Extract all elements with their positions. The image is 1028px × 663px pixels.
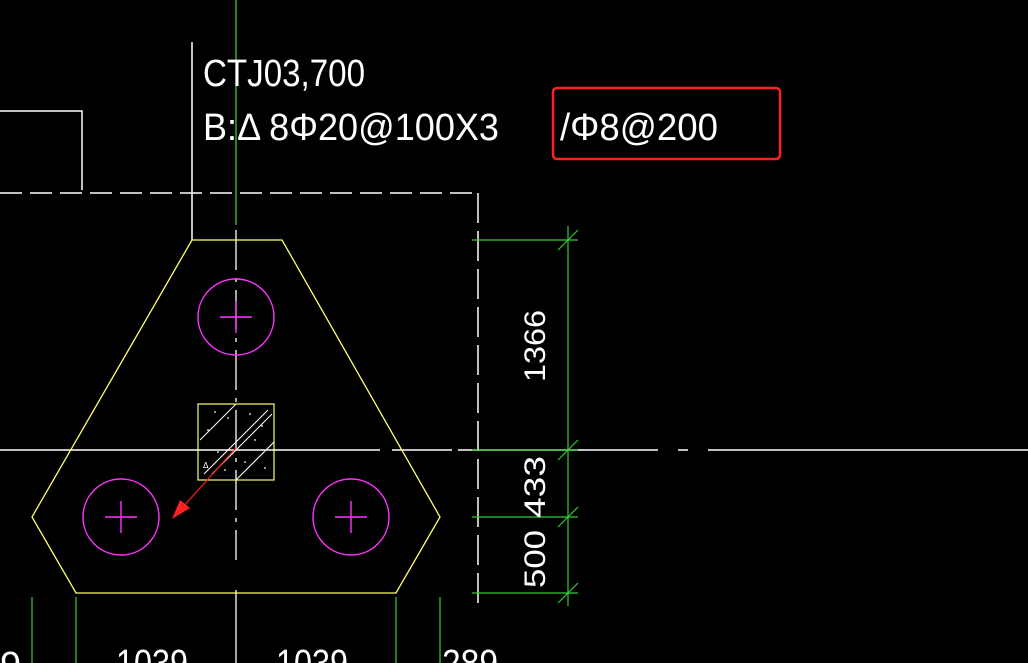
arrow-head xyxy=(172,500,190,519)
pile-left[interactable] xyxy=(82,478,160,556)
column-hatch-1 xyxy=(203,409,269,475)
dim-tick-2 xyxy=(557,506,579,528)
dim-tick-0 xyxy=(557,229,579,251)
pile-top[interactable] xyxy=(197,278,275,356)
dim-horizontal-289: 289 xyxy=(442,643,498,663)
dim-vertical-1366: 1366 xyxy=(519,310,552,382)
pile-cap-outline[interactable] xyxy=(31,239,441,594)
dim-horizontal-9: 9 xyxy=(0,645,21,663)
red-arrow xyxy=(172,447,237,519)
column-small-mark: Δ xyxy=(203,461,209,470)
dim-horizontal-1039-right: 1039 xyxy=(276,643,348,663)
dim-tick-3 xyxy=(557,582,579,604)
column-hatch-3 xyxy=(199,403,237,441)
column-hatch-4 xyxy=(235,441,275,481)
arrow-shaft xyxy=(181,447,237,509)
pile-right-circle xyxy=(312,478,390,556)
dim-horizontal-1039-left: 1039 xyxy=(116,643,188,663)
annotation-line2-prefix: B:Δ 8Φ20@100X3 xyxy=(203,107,499,149)
left-box-outline xyxy=(0,110,83,190)
pile-top-circle xyxy=(197,278,275,356)
dim-tick-1 xyxy=(557,439,579,461)
column[interactable]: Δ xyxy=(197,403,275,481)
piles xyxy=(82,278,390,556)
wall-outline xyxy=(0,42,1028,610)
dimension-lines xyxy=(472,226,579,606)
pile-right[interactable] xyxy=(312,478,390,556)
highlight-box xyxy=(551,86,782,161)
annotation-line1: CTJ03,700 xyxy=(203,53,365,95)
dim-vertical-433: 433 xyxy=(519,456,552,518)
pile-left-circle xyxy=(82,478,160,556)
bottom-extension-lines xyxy=(31,597,441,663)
dimension-text: 1366 433 500 9 1039 1039 289 xyxy=(0,310,552,663)
column-speckles xyxy=(207,411,266,471)
annotation-text: CTJ03,700 B:Δ 8Φ20@100X3 /Φ8@200 xyxy=(203,53,718,149)
annotation-line2-suffix[interactable]: /Φ8@200 xyxy=(560,107,718,149)
dim-vertical-500: 500 xyxy=(519,530,552,588)
